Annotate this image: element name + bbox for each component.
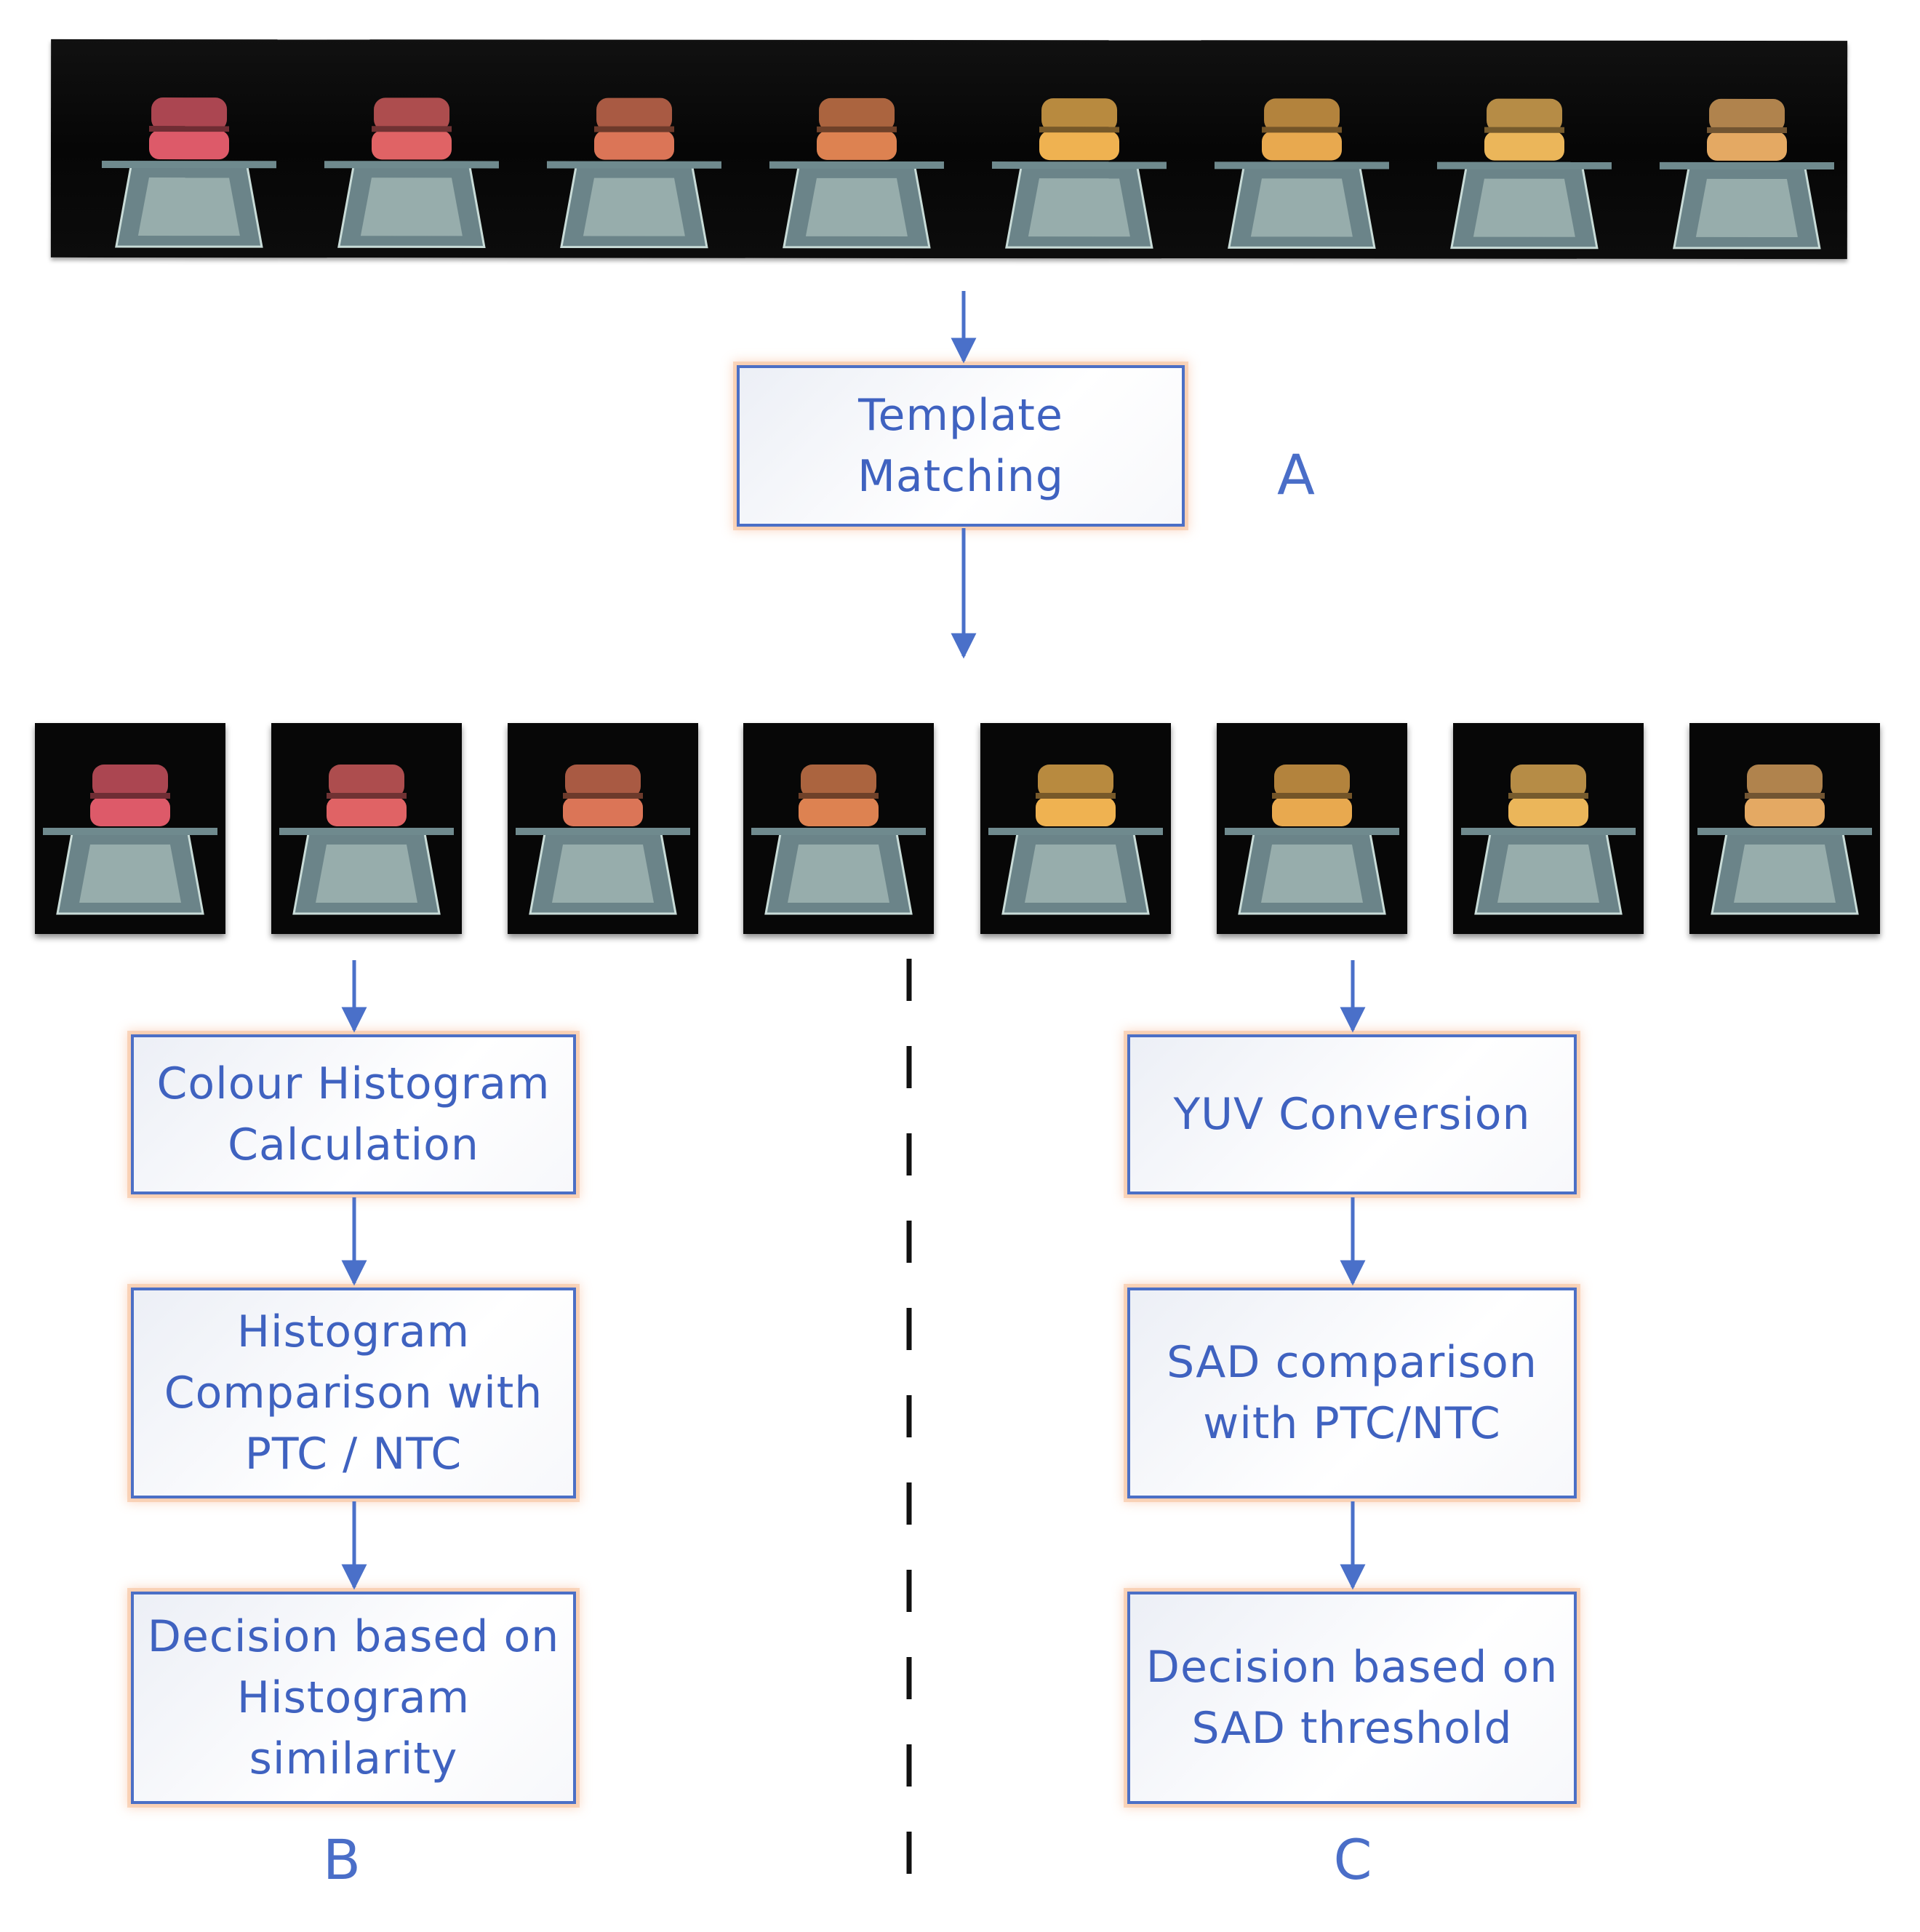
tube-8 bbox=[1659, 98, 1834, 250]
label-b: B bbox=[322, 1827, 361, 1892]
histogram-comparison-box: Histogram Comparison with PTC / NTC bbox=[131, 1288, 576, 1498]
tube-7 bbox=[1436, 98, 1612, 250]
label-c: C bbox=[1333, 1827, 1372, 1892]
colour-histogram-label: Colour Histogram Calculation bbox=[156, 1058, 551, 1170]
tube-2 bbox=[324, 97, 499, 248]
cropped-tube-illustration bbox=[1225, 765, 1399, 915]
sad-decision-label: Decision based on SAD threshold bbox=[1145, 1642, 1559, 1754]
cropped-tube-illustration bbox=[43, 765, 217, 915]
tube-6 bbox=[1214, 98, 1389, 250]
cropped-tube-illustration bbox=[988, 765, 1163, 915]
cropped-tube-tile-4 bbox=[743, 723, 934, 934]
tube-1 bbox=[101, 97, 276, 248]
sad-comparison-box: SAD comparison with PTC/NTC bbox=[1127, 1288, 1577, 1498]
cropped-tube-illustration bbox=[516, 765, 690, 915]
yuv-conversion-box: YUV Conversion bbox=[1127, 1034, 1577, 1194]
sad-comparison-label: SAD comparison with PTC/NTC bbox=[1167, 1337, 1537, 1449]
template-matching-box: Template Matching bbox=[737, 365, 1185, 527]
cropped-tube-illustration bbox=[1461, 765, 1636, 915]
cropped-tube-illustration bbox=[751, 765, 926, 915]
yuv-conversion-label: YUV Conversion bbox=[1173, 1089, 1531, 1140]
cropped-tube-tile-3 bbox=[508, 723, 698, 934]
cropped-tube-tile-2 bbox=[271, 723, 462, 934]
cropped-tube-tile-5 bbox=[980, 723, 1171, 934]
tube-5 bbox=[991, 98, 1167, 249]
cropped-tube-tile-7 bbox=[1453, 723, 1644, 934]
tubes-illustration bbox=[101, 97, 1834, 250]
tube-4 bbox=[751, 765, 926, 915]
cropped-tube-tile-1 bbox=[35, 723, 225, 934]
histogram-decision-box: Decision based on Histogram similarity bbox=[131, 1592, 576, 1804]
tube-1 bbox=[43, 765, 217, 915]
tube-3 bbox=[516, 765, 690, 915]
cropped-tube-illustration bbox=[1697, 765, 1872, 915]
tube-6 bbox=[1225, 765, 1399, 915]
tube-5 bbox=[988, 765, 1163, 915]
histogram-decision-label: Decision based on Histogram similarity bbox=[147, 1611, 560, 1784]
tube-7 bbox=[1461, 765, 1636, 915]
label-a: A bbox=[1277, 442, 1315, 507]
cropped-tube-tile-8 bbox=[1689, 723, 1880, 934]
histogram-comparison-label: Histogram Comparison with PTC / NTC bbox=[164, 1306, 543, 1480]
original-tubes-photo bbox=[50, 39, 1848, 260]
sad-decision-box: Decision based on SAD threshold bbox=[1127, 1592, 1577, 1804]
tube-8 bbox=[1697, 765, 1872, 915]
cropped-tube-tile-6 bbox=[1217, 723, 1407, 934]
template-matching-label: Template Matching bbox=[857, 390, 1064, 502]
colour-histogram-box: Colour Histogram Calculation bbox=[131, 1034, 576, 1194]
tube-4 bbox=[769, 97, 944, 249]
tube-2 bbox=[279, 765, 454, 915]
cropped-tube-illustration bbox=[279, 765, 454, 915]
tube-3 bbox=[546, 97, 721, 249]
